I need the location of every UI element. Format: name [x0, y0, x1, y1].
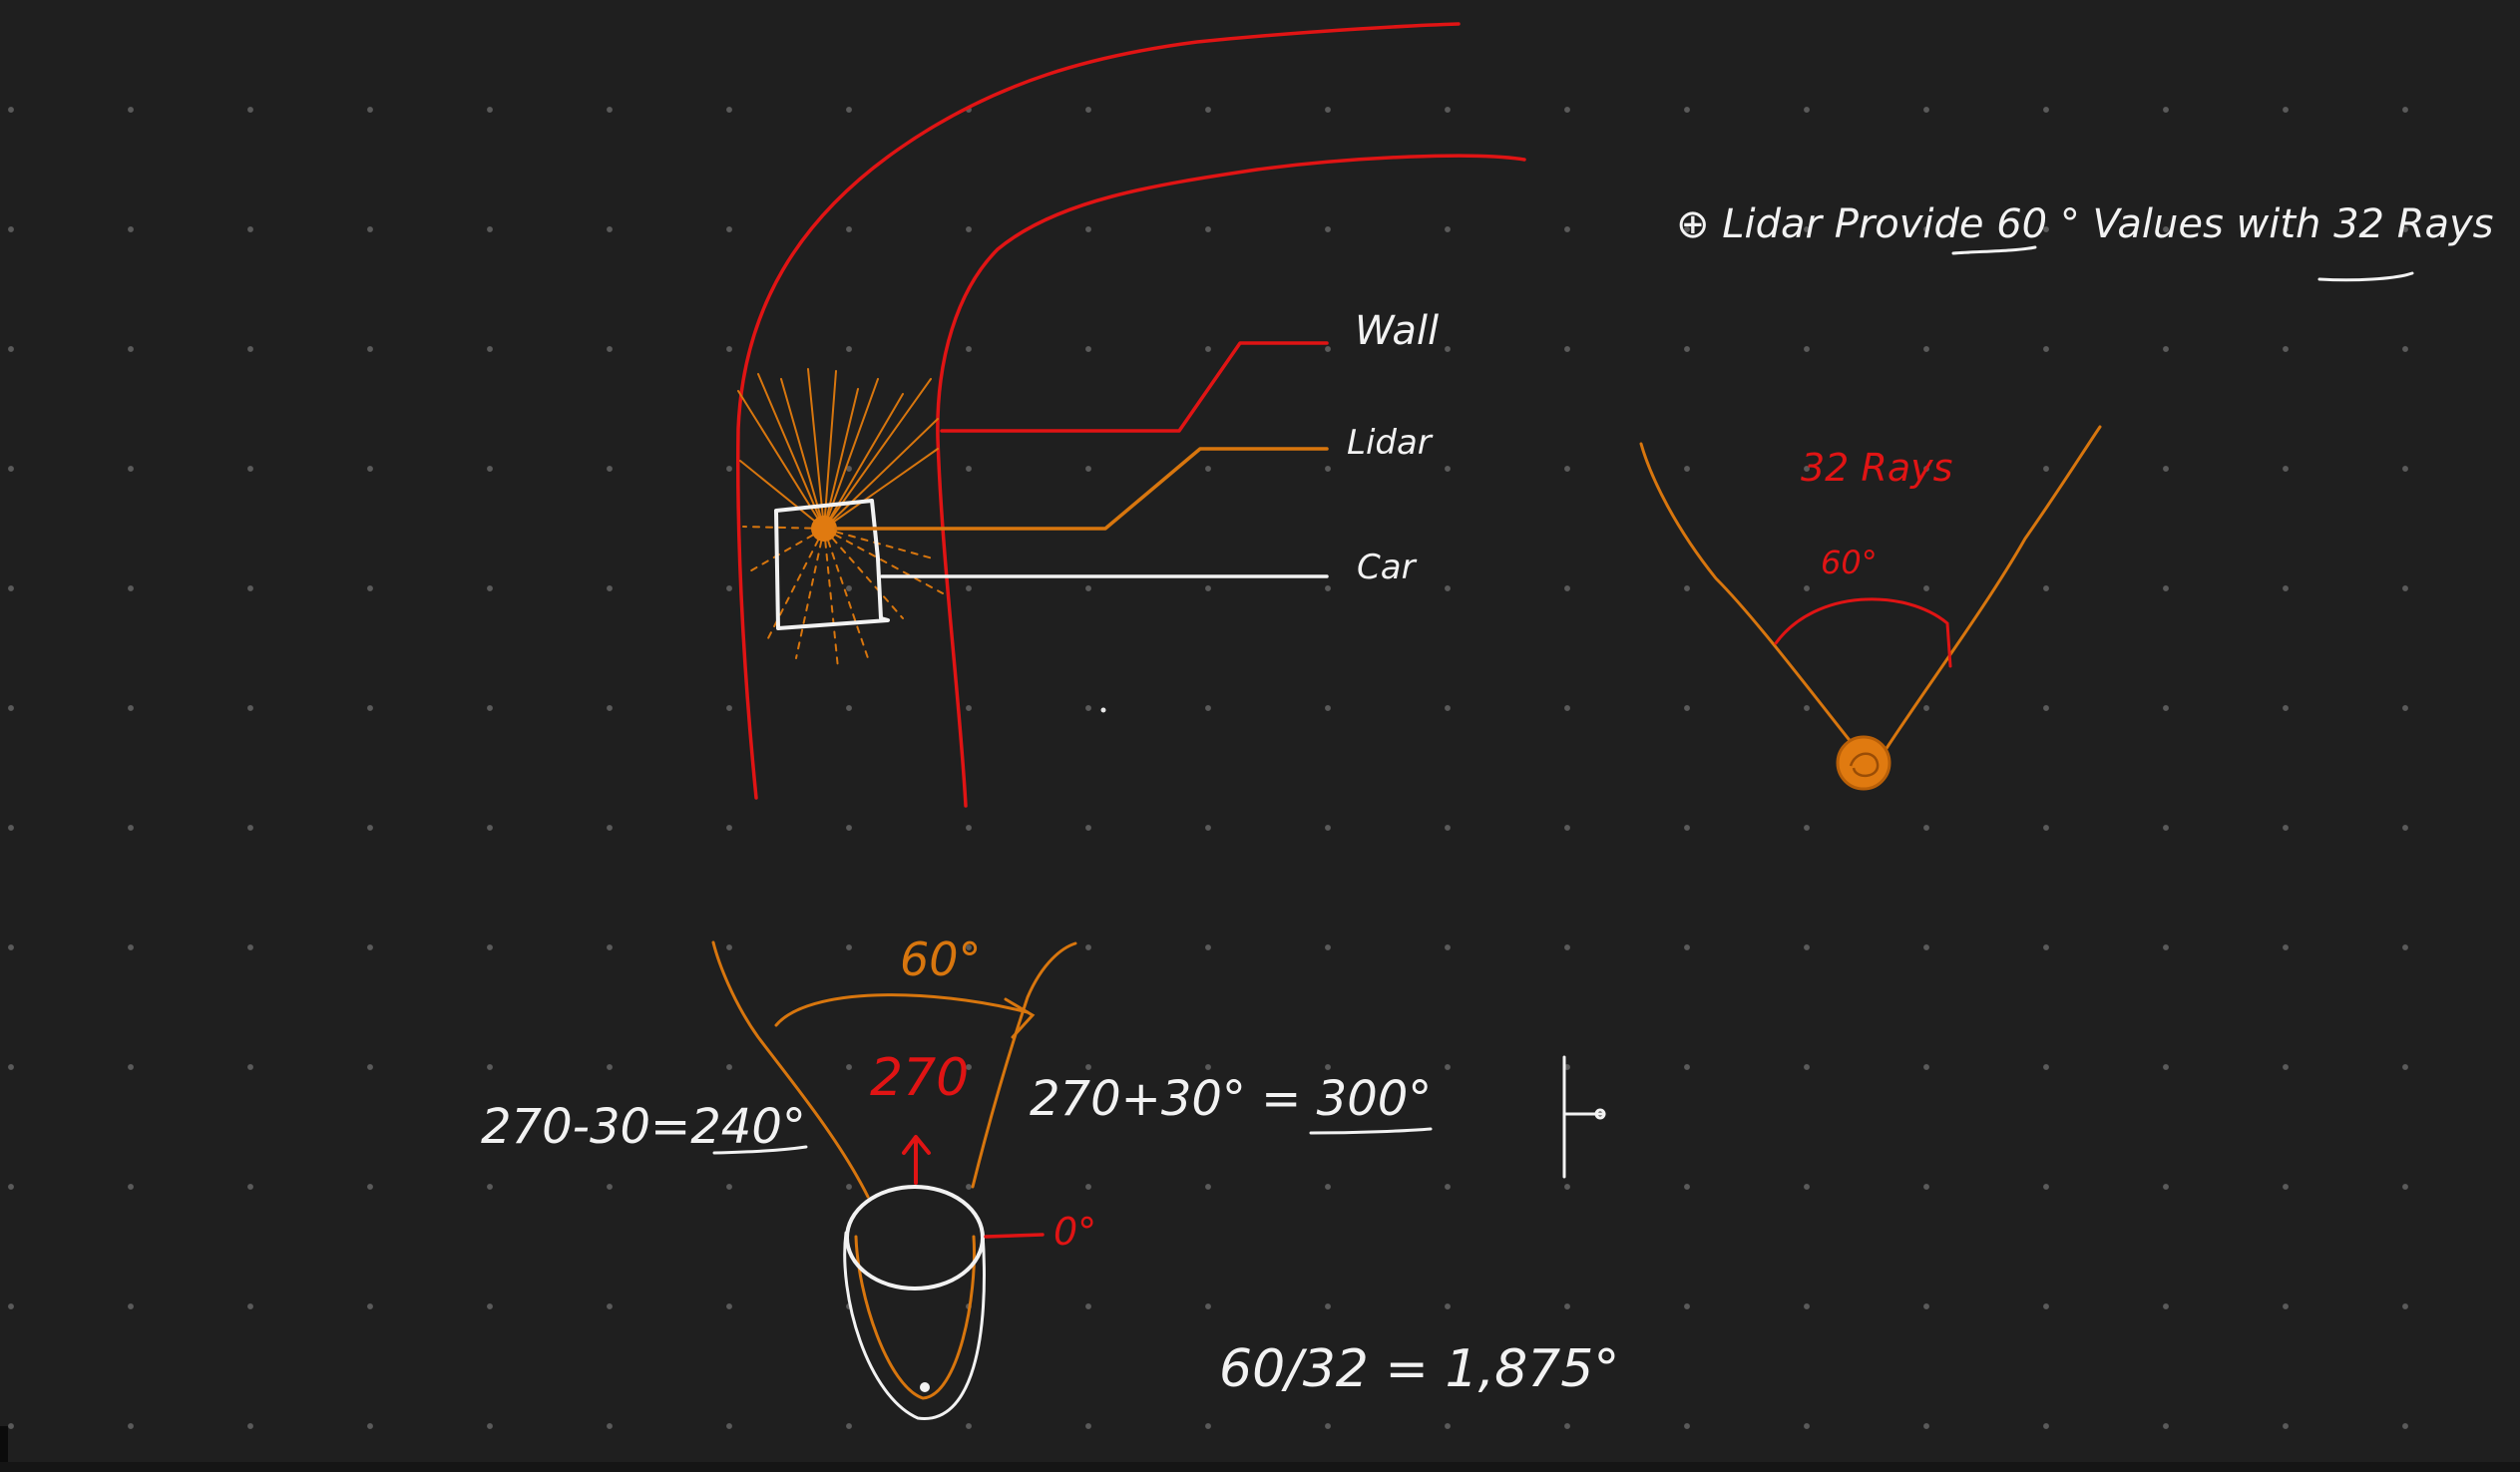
bottom-strip — [0, 1462, 2520, 1472]
robot-center-dot — [920, 1382, 930, 1392]
corridor-walls — [735, 22, 1526, 808]
right-bound-calc: 270+30° = 300° — [1030, 1071, 1432, 1127]
step-calc: 60/32 = 1,875° — [1219, 1339, 1619, 1399]
lidar-origin-scribble — [1836, 735, 1891, 791]
leader-lines — [834, 341, 1329, 578]
heading-cone-right — [971, 941, 1077, 1189]
lidar-leader-line — [834, 447, 1329, 531]
right-bound-underline — [1309, 1127, 1433, 1135]
heading-cone-left — [711, 940, 870, 1199]
robot-top-view — [843, 1185, 986, 1420]
outer-wall-line — [735, 22, 1461, 800]
heading-cone — [711, 940, 1077, 1199]
fov-cone — [1639, 425, 2102, 760]
lidar-note: ⊕ Lidar Provide 60 ° Values with 32 Rays — [1676, 201, 2494, 247]
heading-fov-label: 60° — [900, 932, 982, 986]
underline-60 — [1951, 245, 2037, 255]
heading-arc-arrow — [774, 993, 1030, 1027]
heading-value: 270 — [870, 1048, 969, 1108]
heading-arc-arrowhead — [1004, 997, 1036, 1039]
note-underlines — [1951, 245, 2414, 282]
car-body — [774, 499, 890, 630]
wall-leader-line — [940, 341, 1329, 433]
rays-label: 32 Rays — [1801, 446, 1952, 490]
left-bound-underline — [712, 1145, 808, 1155]
robot-outer-outline — [843, 1231, 986, 1420]
robot-top-ring — [845, 1185, 985, 1290]
axis-sketch — [1562, 1055, 1606, 1179]
lidar-rays-dashed — [742, 526, 944, 669]
zero-deg-label: 0° — [1053, 1210, 1096, 1254]
wall-label: Wall — [1355, 308, 1439, 354]
robot-inner-outline — [854, 1235, 976, 1400]
lidar-sensor — [811, 516, 837, 542]
cone-right-edge — [1882, 425, 2102, 755]
car-label: Car — [1357, 548, 1418, 587]
cone-left-edge — [1639, 442, 1866, 760]
zero-deg-leader — [984, 1233, 1045, 1239]
stray-dot — [1100, 707, 1106, 713]
fov-arc — [1774, 597, 1952, 668]
underline-32 — [2317, 271, 2414, 282]
left-bound-calc: 270-30=240° — [481, 1099, 806, 1155]
fov-angle-label: 60° — [1821, 544, 1878, 581]
corner-mark — [0, 1426, 8, 1462]
heading-arrow — [902, 1135, 931, 1185]
inner-wall-line — [936, 154, 1526, 808]
lidar-label: Lidar — [1347, 423, 1434, 463]
